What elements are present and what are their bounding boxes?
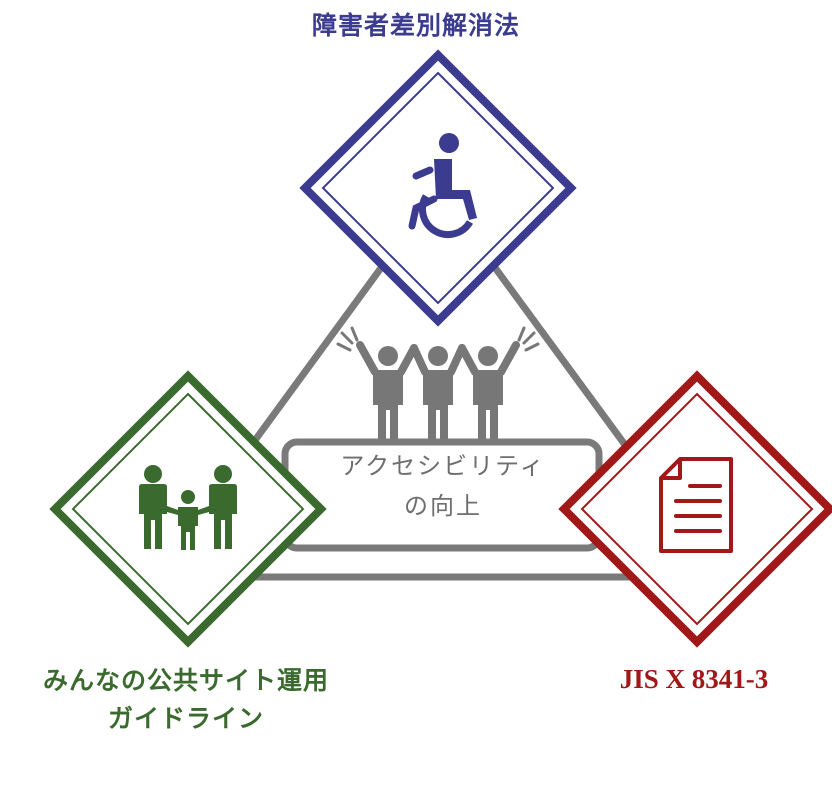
center-text: アクセシビリティ の向上 bbox=[288, 446, 598, 526]
cheering-people-icon bbox=[336, 326, 540, 442]
triangle bbox=[151, 186, 726, 581]
right-label: JIS X 8341-3 bbox=[619, 664, 769, 694]
top-label: 障害者差別解消法 bbox=[311, 11, 520, 40]
center-text-line2: の向上 bbox=[404, 492, 482, 520]
wheelchair-icon bbox=[408, 133, 477, 239]
left-label: みんなの公共サイト運用 ガイドライン bbox=[0, 662, 372, 738]
family-icon bbox=[139, 465, 237, 550]
left-label-line1: みんなの公共サイト運用 bbox=[42, 666, 329, 695]
center-text-line1: アクセシビリティ bbox=[340, 452, 546, 480]
document-icon bbox=[659, 457, 733, 553]
right-diamond bbox=[558, 370, 832, 648]
left-label-line2: ガイドライン bbox=[107, 704, 264, 733]
